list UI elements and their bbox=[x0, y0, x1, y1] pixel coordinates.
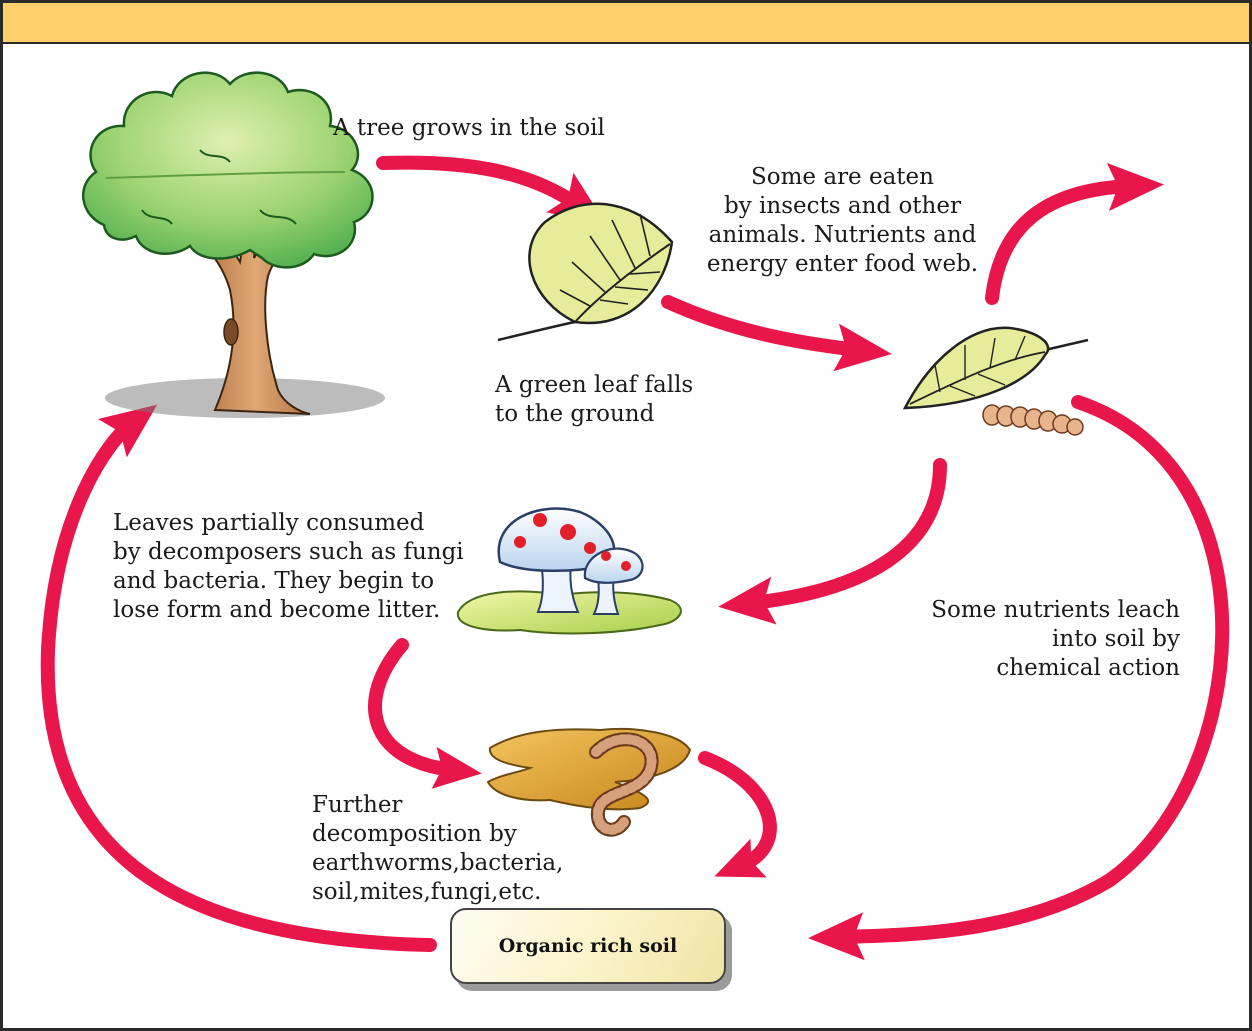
arrow-leach-to-soil bbox=[808, 395, 1230, 961]
arrow-to-decomposers bbox=[718, 458, 947, 625]
arrow-litter-to-worm bbox=[368, 638, 482, 789]
label-leaf-falls: A green leaf falls to the ground bbox=[495, 372, 694, 427]
label-nutrients-leach: Some nutrients leach into soil by chemic… bbox=[931, 597, 1180, 681]
label-further-decomposition: Further decomposition by earthworms,bact… bbox=[312, 792, 564, 905]
label-eaten-by-insects: Some are eaten by insects and other anim… bbox=[706, 164, 979, 277]
tree-icon bbox=[81, 71, 385, 418]
earthworm-icon bbox=[486, 728, 692, 837]
label-decomposers: Leaves partially consumed by decomposers… bbox=[113, 510, 464, 623]
arrow-worm-to-soil bbox=[698, 751, 777, 878]
arrow-leaf-to-insects bbox=[661, 295, 892, 372]
arrow-tree-to-leaf bbox=[376, 155, 607, 225]
header-bar bbox=[3, 3, 1249, 43]
mushroom-icon bbox=[456, 507, 682, 635]
cycle-arrows bbox=[40, 155, 1230, 961]
arrow-to-food-web bbox=[985, 163, 1164, 305]
leaf-with-caterpillar-icon bbox=[902, 326, 1089, 436]
arrow-soil-to-tree bbox=[40, 404, 437, 952]
organic-rich-soil-box: Organic rich soil bbox=[450, 908, 726, 984]
label-tree-grows: A tree grows in the soil bbox=[333, 115, 605, 141]
green-leaf-icon bbox=[497, 202, 674, 342]
